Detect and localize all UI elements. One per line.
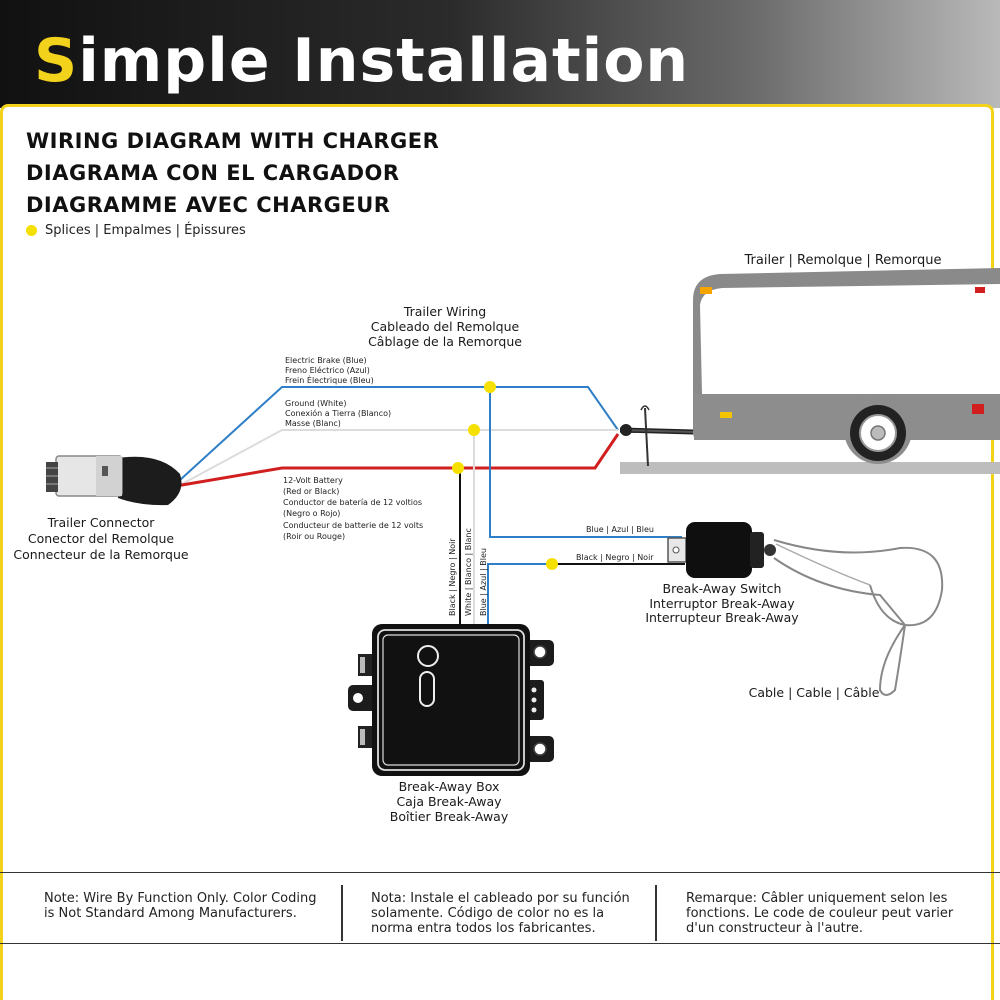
trailer-wiring-label-en: Trailer Wiring — [403, 304, 486, 319]
wire-label-box-black: Black | Negro | Noir — [448, 538, 457, 616]
heading-spanish: DIAGRAMA CON EL CARGADOR — [26, 161, 400, 185]
legend: Splices | Empalmes | Épissures — [26, 223, 246, 238]
wire-label-battery-5: Conducteur de batterie de 12 volts — [283, 521, 423, 530]
wire-label-brake-es: Freno Eléctrico (Azul) — [285, 365, 370, 375]
trailer-wiring-label-fr: Câblage de la Remorque — [368, 334, 522, 349]
heading-french: DIAGRAMME AVEC CHARGEUR — [26, 193, 391, 217]
splice-dot-icon — [26, 225, 37, 236]
breakaway-switch-label-en: Break-Away Switch — [663, 581, 782, 596]
heading-english: WIRING DIAGRAM WITH CHARGER — [26, 129, 440, 153]
breakaway-box-icon — [348, 624, 554, 776]
breakaway-box-label-fr: Boîtier Break-Away — [390, 809, 509, 824]
trailer-wiring-label-es: Cableado del Remolque — [371, 319, 520, 334]
wire-box-blue — [487, 563, 552, 626]
wire-blue-to-switch — [489, 387, 682, 538]
wire-label-brake-fr: Frein Électrique (Bleu) — [285, 374, 374, 385]
breakaway-switch-label-fr: Interrupteur Break-Away — [645, 610, 799, 625]
breakaway-switch-icon — [667, 522, 776, 578]
wire-label-box-white: White | Blanco | Blanc — [464, 528, 473, 616]
cable-label: Cable | Cable | Câble — [749, 685, 880, 700]
trailer-connector-label-fr: Connecteur de la Remorque — [13, 547, 189, 562]
wire-label-battery-1: 12-Volt Battery — [283, 476, 343, 485]
breakaway-box-label-en: Break-Away Box — [399, 779, 500, 794]
trailer-connector-icon — [46, 455, 182, 506]
trailer-label: Trailer | Remolque | Remorque — [743, 253, 941, 268]
wire-label-ground-es: Conexión a Tierra (Blanco) — [285, 408, 391, 418]
note-divider — [341, 885, 343, 941]
wire-label-battery-3: Conductor de batería de 12 voltios — [283, 498, 422, 507]
splice-dot-icon — [468, 424, 480, 436]
header-banner: Simple Installation — [0, 0, 1000, 108]
breakaway-box-label-es: Caja Break-Away — [396, 794, 502, 809]
wire-label-battery-4: (Negro o Rojo) — [283, 509, 340, 518]
wire-ground — [181, 429, 618, 485]
splice-dot-icon — [452, 462, 464, 474]
note-french: Remarque: Câbler uniquement selon les fo… — [686, 891, 954, 936]
notes-footer: Note: Wire By Function Only. Color Codin… — [0, 872, 1000, 944]
wire-label-ground-fr: Masse (Blanc) — [285, 419, 341, 428]
wire-label-black-switch: Black | Negro | Noir — [576, 553, 654, 562]
wire-label-battery-2: (Red or Black) — [283, 487, 339, 496]
note-spanish: Nota: Instale el cableado por su función… — [371, 891, 630, 936]
banner-title-rest: imple Installation — [78, 26, 690, 96]
splice-dot-icon — [484, 381, 496, 393]
wire-label-box-blue: Blue | Azul | Bleu — [479, 548, 488, 616]
cable-icon — [773, 539, 944, 696]
wire-label-battery-6: (Roir ou Rouge) — [283, 532, 345, 541]
wire-label-brake-en: Electric Brake (Blue) — [285, 356, 367, 365]
banner-title-accent: S — [34, 26, 79, 96]
note-english: Note: Wire By Function Only. Color Codin… — [44, 891, 317, 921]
banner-title: Simple Installation — [34, 22, 689, 100]
breakaway-switch-label-es: Interruptor Break-Away — [649, 596, 795, 611]
wire-label-ground-en: Ground (White) — [285, 399, 346, 408]
legend-label: Splices | Empalmes | Épissures — [45, 223, 246, 238]
wire-electric-brake — [179, 386, 619, 481]
trailer-connector-label-es: Conector del Remolque — [28, 531, 175, 546]
wire-battery — [175, 433, 620, 488]
trailer-icon — [619, 268, 1000, 474]
note-divider — [655, 885, 657, 941]
wire-label-blue-switch: Blue | Azul | Bleu — [586, 525, 654, 534]
trailer-connector-label-en: Trailer Connector — [47, 515, 156, 530]
splice-dot-icon — [546, 558, 558, 570]
